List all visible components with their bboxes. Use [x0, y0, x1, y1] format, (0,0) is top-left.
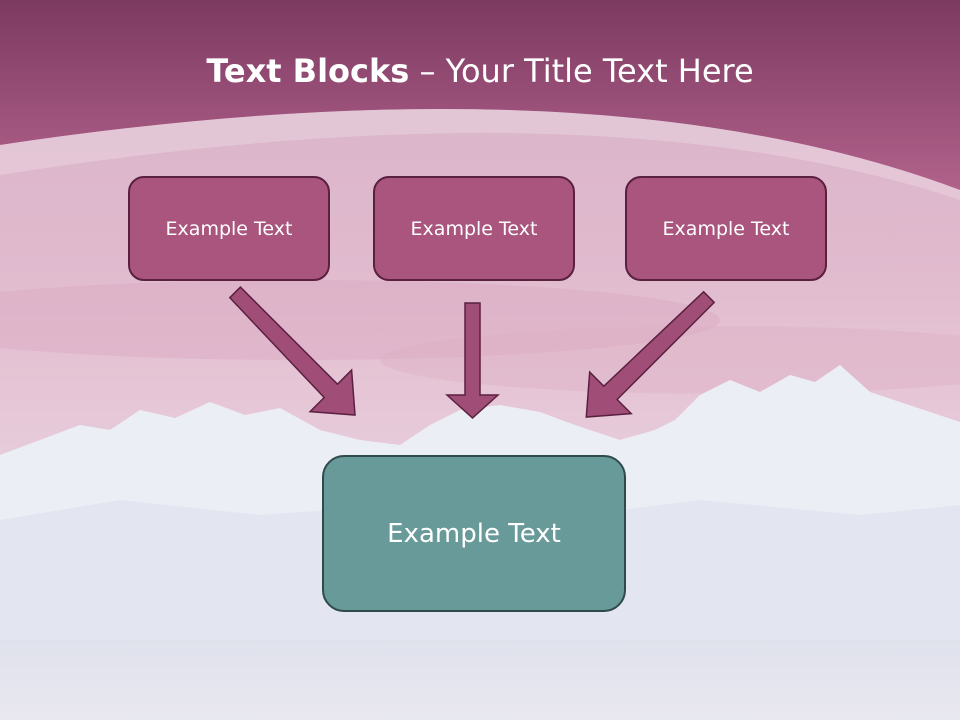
water	[0, 640, 960, 720]
arrow-right	[585, 290, 716, 418]
box-bottom: Example Text	[322, 455, 626, 612]
box-top-right: Example Text	[625, 176, 827, 281]
cloud-band	[0, 280, 720, 360]
title-banner	[0, 0, 960, 190]
arrow-center	[445, 302, 500, 420]
title-rest: – Your Title Text Here	[409, 52, 754, 90]
slide-title: Text Blocks – Your Title Text Here	[0, 52, 960, 90]
banner-swoosh	[0, 109, 960, 200]
title-bold: Text Blocks	[206, 52, 410, 90]
arrow-left	[228, 286, 356, 416]
box-top-left: Example Text	[128, 176, 330, 281]
cloud-band	[380, 326, 960, 394]
box-top-center: Example Text	[373, 176, 575, 281]
